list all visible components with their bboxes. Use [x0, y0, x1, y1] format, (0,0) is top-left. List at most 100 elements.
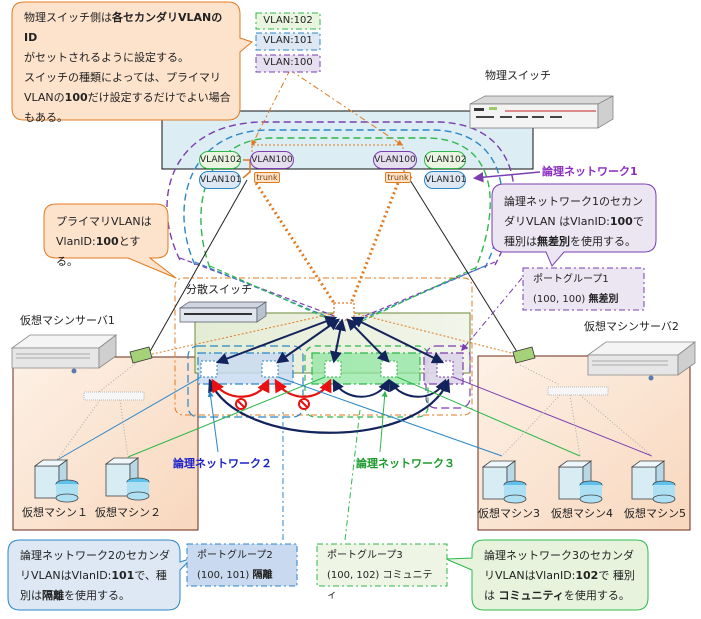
callout-physical-switch-shape	[11, 1, 254, 121]
portgroup-3-vlans: (100, 102)	[327, 570, 380, 581]
callout-line: 論理ネットワーク1のセカン	[504, 195, 643, 208]
callout-primary-vlan-note: プライマリVLANは VlanID:100とする。	[48, 208, 168, 276]
callout-line: プライマリVLANは	[56, 215, 152, 228]
dvs-uplink-port	[333, 302, 355, 321]
callout-line: ダリVLAN はVlanID:100で	[504, 215, 644, 228]
vm-port-3	[324, 360, 342, 378]
callout-line: 種別は無差別を使用する。	[504, 235, 636, 248]
distributed-switch-title: 分散スイッチ	[186, 283, 252, 296]
portgroup-1-box	[522, 267, 645, 311]
physical-switch-title: 物理スイッチ	[485, 69, 551, 82]
vm-server-2-icon	[586, 341, 697, 381]
port-right-trunk: trunk	[385, 172, 411, 183]
vm-icon-1	[33, 459, 79, 503]
portgroup-1-vlans: (100, 100)	[533, 294, 586, 305]
callout-network3-note: 論理ネットワーク3のセカンダ リVLANはVlanID:102で 種別 は コミ…	[476, 542, 648, 610]
port-left-vlan100: VLAN100	[250, 151, 294, 169]
nic-icon-1	[129, 346, 153, 364]
callout-line: 各セカンダリVLANのID	[24, 11, 223, 44]
vm-server-1-box	[12, 356, 199, 531]
vm-icon-4	[557, 460, 603, 504]
network2-label: 論理ネットワーク２	[173, 457, 272, 470]
callout-network2-note: 論理ネットワーク2のセカンダ リVLANはVlanID:101で、種 別は隔離を…	[12, 542, 180, 610]
port-right-vlan101: VLAN101	[424, 171, 466, 189]
callout-line: リVLANはVlanID:101で、種	[20, 569, 167, 582]
vm-server-1-icon	[10, 334, 118, 374]
portgroup-3-type: コミュニティ	[327, 570, 433, 601]
callout-network1-note: 論理ネットワーク1のセカン ダリVLAN はVlanID:100で 種別は無差別…	[496, 188, 656, 256]
portgroup-2-vlans: (100, 101)	[197, 570, 250, 581]
trunk-link-right	[348, 182, 400, 307]
vlan100-dotted-link	[251, 144, 404, 152]
callout-line: VlanID:100とする。	[56, 235, 141, 268]
callout-line: 論理ネットワーク3のセカンダ	[484, 549, 634, 562]
network1-label: 論理ネットワーク1	[542, 165, 638, 178]
portgroup-1: ポートグループ1 (100, 100) 無差別	[523, 266, 644, 314]
port-left-vlan102: VLAN102	[199, 151, 241, 169]
prohibited-icon-2	[298, 398, 310, 410]
physical-switch-icon	[469, 95, 614, 129]
callout-physical-switch-note: 物理スイッチ側は各セカンダリVLANのID がセットされるように設定する。 スイ…	[16, 4, 240, 132]
portgroup-3-detail: (100, 102) コミュニティ	[327, 566, 437, 606]
portgroup-2-name: ポートグループ2	[197, 550, 273, 561]
vlan-legend-102-box	[255, 12, 321, 30]
vm-label-4: 仮想マシン4	[551, 507, 613, 520]
vm-label-3: 仮想マシン3	[478, 507, 540, 520]
callout-line: は コミュニティを使用する。	[484, 589, 630, 602]
callout-network2-shape	[7, 539, 193, 611]
callout-line: リVLANはVlanID:102で 種別	[484, 569, 635, 582]
vlan-legend-102: VLAN:102	[263, 15, 313, 26]
vm-server-2-title: 仮想マシンサーバ2	[584, 320, 679, 333]
callout-line: 物理スイッチ側は各セカンダリVLANのID	[24, 11, 223, 44]
vm-icon-5	[630, 460, 676, 504]
vm-icon-2	[104, 457, 150, 501]
vlan101-loop	[183, 129, 503, 269]
vm-label-1: 仮想マシン１	[22, 506, 88, 519]
vm-port-1	[200, 360, 218, 378]
vm-server-1-title: 仮想マシンサーバ1	[20, 314, 115, 327]
vlan-legend-100-box	[255, 54, 321, 73]
vm-icon-3	[481, 460, 527, 504]
uplink-cable-left	[147, 179, 248, 356]
portgroup-2: ポートグループ2 (100, 101) 隔離	[187, 542, 297, 590]
callout-line: スイッチの種類によっては、プライマリ	[24, 71, 221, 84]
callout-primary-vlan-shape	[43, 203, 177, 279]
portgroup-2-detail: (100, 101) 隔離	[197, 566, 287, 586]
nic-icon-2	[512, 346, 536, 364]
trunk-link-left	[254, 182, 338, 307]
vlan-legend-100: VLAN:100	[263, 57, 313, 68]
portgroup-3-box	[316, 543, 448, 587]
vlan-legend-101: VLAN:101	[263, 35, 313, 46]
network3-label: 論理ネットワーク３	[356, 457, 455, 470]
vm-port-2	[261, 360, 279, 378]
callout-line: もある。	[24, 111, 68, 124]
callout-line: 論理ネットワーク2のセカンダ	[20, 549, 170, 562]
vm-label-5: 仮想マシン5	[624, 507, 686, 520]
distributed-switch-area	[174, 277, 473, 416]
callout-line: VLANの100だけ設定するだけでよい場合	[24, 91, 231, 104]
vm-port-5	[436, 360, 454, 378]
portgroup-3: ポートグループ3 (100, 102) コミュニティ	[317, 542, 447, 610]
prohibited-icon-1	[235, 398, 247, 410]
portgroup-1-type: 無差別	[588, 294, 619, 305]
port-left-trunk: trunk	[254, 172, 280, 183]
callout-line: がセットされるように設定する。	[24, 51, 189, 64]
callout-network1-shape	[491, 183, 657, 267]
distributed-switch-icon	[178, 301, 268, 323]
callout-line: 別は隔離を使用する。	[20, 589, 130, 602]
portgroup-1-name: ポートグループ1	[533, 274, 609, 285]
port-right-vlan102: VLAN102	[424, 151, 466, 169]
portgroup-1-detail: (100, 100) 無差別	[533, 290, 634, 310]
vm-label-2: 仮想マシン２	[95, 506, 161, 519]
port-right-vlan100: VLAN100	[373, 151, 417, 169]
portgroup-3-name: ポートグループ3	[327, 550, 403, 561]
vm-port-4	[380, 360, 398, 378]
port-left-vlan101: VLAN101	[199, 171, 241, 189]
virtual-switch-icon-2	[547, 386, 609, 396]
portgroup-2-type: 隔離	[252, 570, 273, 581]
virtual-switch-icon-1	[83, 391, 145, 401]
portgroup-2-box	[186, 543, 298, 587]
vlan102-loop	[200, 137, 491, 271]
vlan-legend-101-box	[255, 32, 321, 51]
